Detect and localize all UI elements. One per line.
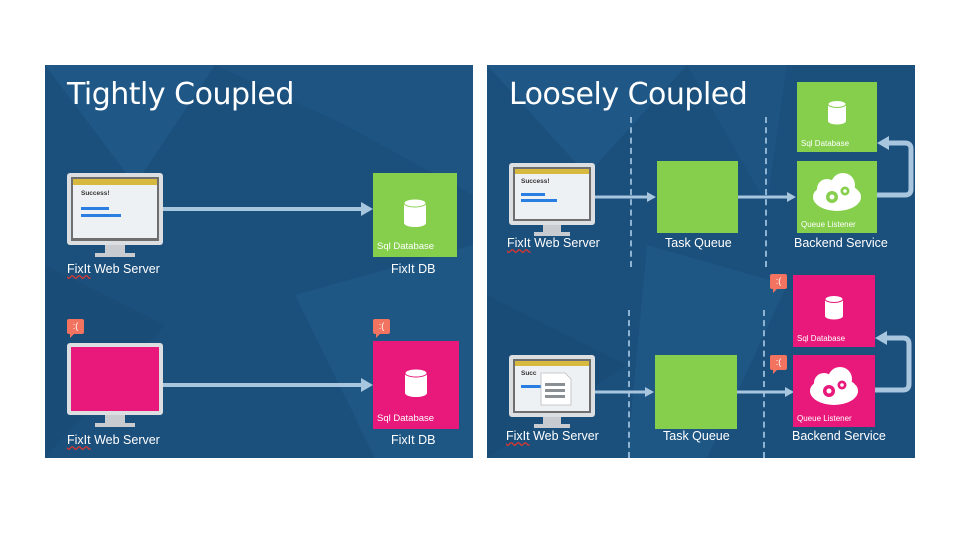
database-icon <box>403 198 427 227</box>
task-queue-label: Task Queue <box>665 236 732 250</box>
arrow-top-head <box>361 202 373 216</box>
db-caption: Sql Database <box>801 139 850 148</box>
screen-success-text: Succ <box>521 370 537 377</box>
tightly-coupled-panel: Tightly Coupled Success! FixIt Web Serve… <box>45 65 473 458</box>
error-bubble-server: :( <box>67 319 84 338</box>
listener-caption: Queue Listener <box>797 414 852 423</box>
sql-database-box-error: Sql Database <box>793 275 875 347</box>
dashed-divider <box>630 117 632 267</box>
dashed-divider <box>763 310 765 458</box>
web-server-label-name: FixIt <box>67 262 91 276</box>
error-bubble-db: :( <box>373 319 390 338</box>
screen-success-text: Success! <box>521 178 550 185</box>
database-icon <box>827 100 847 125</box>
screen-success-text: Success! <box>81 190 110 197</box>
listener-caption: Queue Listener <box>801 220 856 229</box>
sql-database-box: Sql Database <box>797 82 877 152</box>
database-icon <box>824 295 844 320</box>
web-server-label: FixIt Web Server <box>67 262 160 276</box>
loosely-coupled-panel: Loosely Coupled Success! <box>487 65 915 458</box>
web-server-label: FixIt Web Server <box>67 433 160 447</box>
fixit-db-label: FixIt DB <box>391 433 436 447</box>
db-caption: Sql Database <box>377 413 435 424</box>
db-caption: Sql Database <box>797 334 846 343</box>
web-server-monitor: Success! <box>509 163 595 239</box>
sql-database-box: Sql Database <box>373 173 457 257</box>
error-bubble-listener: :( <box>770 355 787 374</box>
task-queue-box <box>657 161 738 233</box>
cloud-gears-icon <box>813 173 861 211</box>
db-caption: Sql Database <box>377 241 435 252</box>
web-server-monitor: Success! <box>67 173 163 259</box>
web-server-label: FixIt Web Server <box>507 236 600 250</box>
connection-arrows <box>163 202 373 392</box>
task-queue-label: Task Queue <box>663 429 730 443</box>
arrow-bottom-head <box>361 378 373 392</box>
web-server-monitor: Succ <box>509 355 595 431</box>
backend-service-label: Backend Service <box>792 429 886 443</box>
sql-database-box-error: Sql Database <box>373 341 459 429</box>
task-queue-box <box>655 355 737 429</box>
web-server-label-rest: Web Server <box>90 262 160 276</box>
cloud-gears-icon <box>810 367 858 405</box>
web-server-label: FixIt Web Server <box>506 429 599 443</box>
dashed-divider <box>628 310 630 458</box>
queue-listener-box: Queue Listener <box>797 161 877 233</box>
fixit-db-label: FixIt DB <box>391 262 436 276</box>
panel-title: Loosely Coupled <box>509 77 748 112</box>
web-server-monitor-error <box>67 343 163 429</box>
backend-service-label: Backend Service <box>794 236 888 250</box>
error-bubble-db: :( <box>770 274 787 293</box>
connection-arrows <box>595 136 914 397</box>
queue-listener-box-error: Queue Listener <box>793 355 875 427</box>
panel-title: Tightly Coupled <box>67 77 294 112</box>
dashed-divider <box>765 117 767 267</box>
database-icon <box>404 368 428 397</box>
